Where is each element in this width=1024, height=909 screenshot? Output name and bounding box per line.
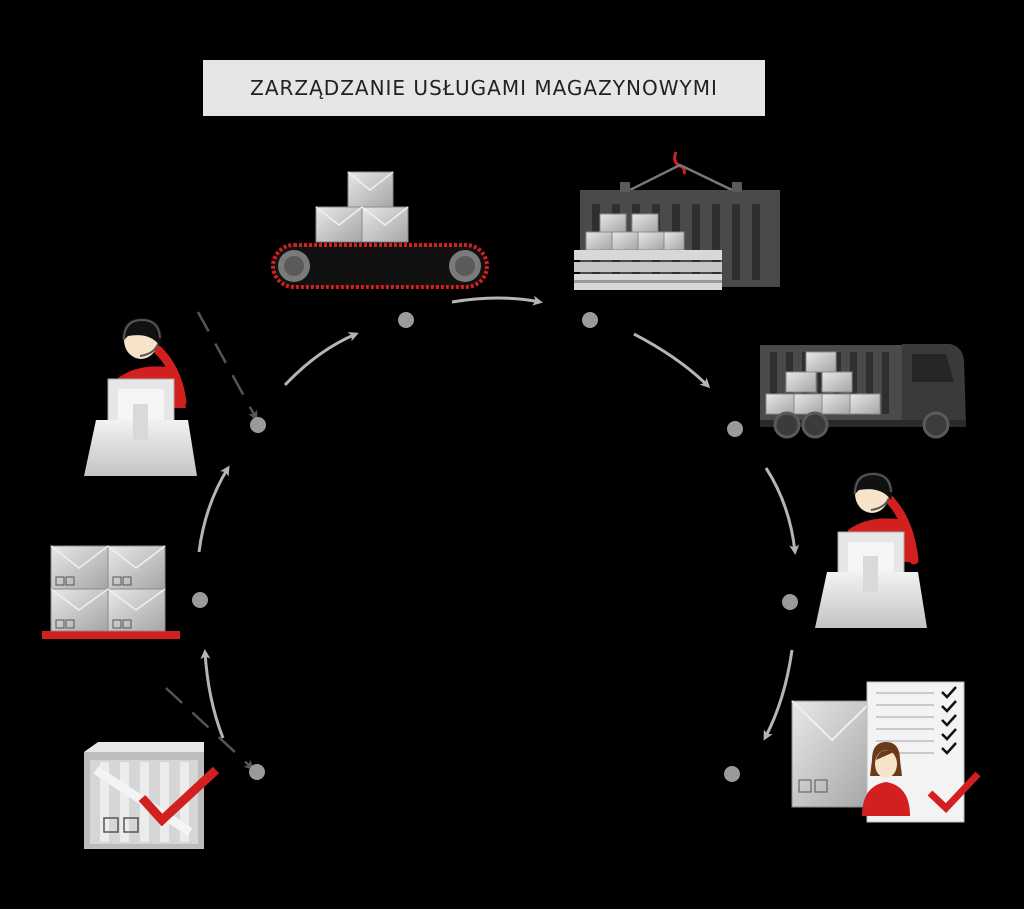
node-7 (782, 594, 798, 610)
arrow-5 (633, 332, 711, 389)
dashed-arrow-upper (196, 311, 258, 421)
pallet-boxes-icon (42, 545, 180, 639)
conveyor-belt-icon (271, 171, 489, 289)
node-2 (192, 592, 208, 608)
operator-headset-icon (84, 318, 197, 476)
operator-headset-icon (815, 472, 927, 628)
cycle-nodes (192, 312, 798, 782)
truck-icon (760, 344, 966, 439)
node-8 (724, 766, 740, 782)
node-1 (249, 764, 265, 780)
arrow-2 (197, 465, 230, 553)
node-4 (398, 312, 414, 328)
arrow-6 (764, 467, 800, 555)
container-crane-icon (574, 151, 780, 290)
node-3 (250, 417, 266, 433)
node-5 (582, 312, 598, 328)
title-box: ZARZĄDZANIE USŁUGAMI MAGAZYNOWYMI (203, 60, 765, 116)
node-6 (727, 421, 743, 437)
arrow-1 (200, 649, 225, 739)
cycle-arrows (165, 295, 800, 771)
diagram-title: ZARZĄDZANIE USŁUGAMI MAGAZYNOWYMI (250, 76, 718, 100)
arrow-3 (283, 332, 359, 387)
dashed-arrow-lower (165, 687, 255, 771)
crate-check-icon (84, 742, 220, 849)
arrow-7 (763, 649, 794, 741)
checklist-approval-icon (791, 681, 981, 823)
arrow-4 (451, 295, 543, 306)
